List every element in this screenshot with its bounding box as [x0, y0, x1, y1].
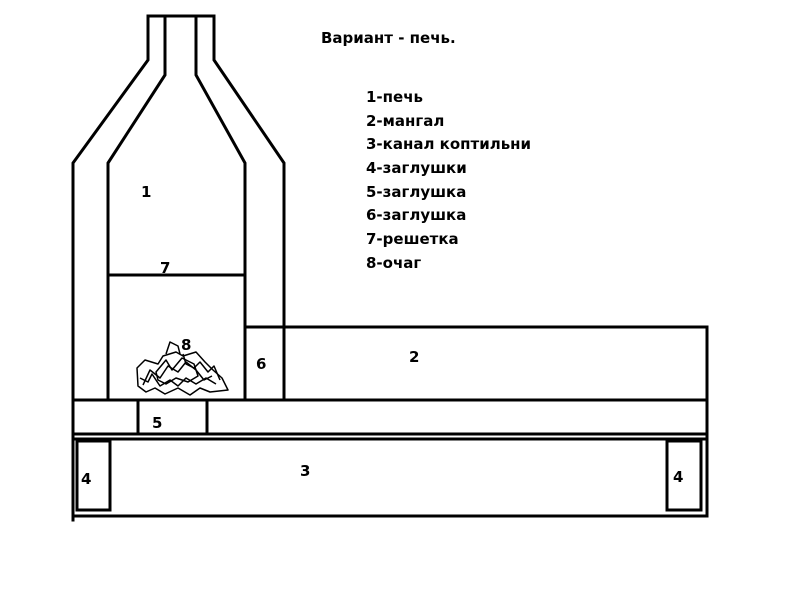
legend-item-grate: 7-решетка — [366, 230, 459, 249]
label-plug-left: 4 — [81, 470, 91, 488]
grill-box — [243, 325, 709, 402]
legend-item-plug-bottom: 5-заглушка — [366, 182, 467, 201]
label-hearth: 8 — [181, 336, 191, 354]
plug-right-box — [665, 439, 703, 512]
chimney-outer-right — [212, 14, 286, 402]
legend-item-plugs: 4-заглушки — [366, 159, 467, 178]
legend-item-stove: 1-печь — [366, 88, 423, 106]
plug-bottom-box — [136, 398, 209, 436]
legend: 1-печь 2-мангал 3-канал коптильни 4-загл… — [366, 86, 531, 276]
chimney-inner-right — [194, 14, 247, 402]
legend-item-grill: 2-мангал — [366, 111, 445, 130]
legend-item-plug-side: 6-заглушка — [366, 206, 467, 225]
hearth-fire-icon — [136, 341, 229, 396]
label-grill: 2 — [409, 348, 419, 366]
label-stove: 1 — [141, 183, 151, 201]
label-grate: 7 — [160, 259, 170, 277]
plug-left-box — [75, 439, 112, 512]
legend-item-hearth: 8-очаг — [366, 253, 422, 272]
label-smoke-channel: 3 — [300, 462, 310, 480]
label-plug-right: 4 — [673, 468, 683, 486]
legend-item-smoke-channel: 3-канал коптильни — [366, 135, 532, 154]
diagram-title: Вариант - печь. — [321, 29, 456, 47]
label-plug-side: 6 — [256, 355, 266, 373]
chimney-inner-left — [106, 14, 167, 402]
smoke-channel-box — [71, 432, 709, 518]
chimney-outer-left — [71, 14, 150, 522]
label-plug-bottom: 5 — [152, 414, 162, 432]
